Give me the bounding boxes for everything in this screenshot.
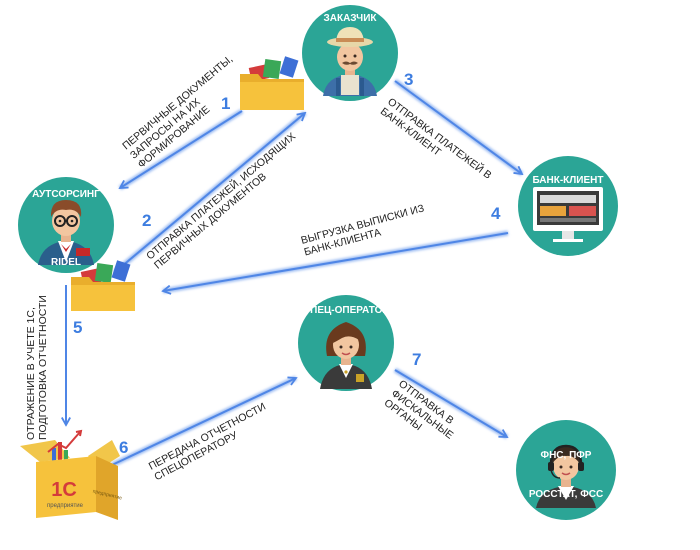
- box-1c-logo: 1С: [51, 479, 77, 501]
- edge-label-5-line-2: ПОДГОТОВКА ОТЧЕТНОСТИ: [37, 295, 49, 440]
- svg-text:ПЕРВИЧНЫЕ ДОКУМЕНТЫ, ЗАП: ПЕРВИЧНЫЕ ДОКУМЕНТЫ, ЗАПРОСЫ НА ИХ ФОРМИ…: [120, 51, 253, 170]
- step-number-1: 1: [221, 94, 230, 113]
- bank-label: БАНК-КЛИЕНТ: [533, 175, 604, 186]
- edge-label-5-line-1: ОТРАЖЕНИЕ В УЧЕТЕ 1С,: [25, 307, 37, 440]
- box-1c-subtitle: предприятие: [47, 503, 84, 509]
- monitor-icon: [533, 187, 603, 242]
- node-customer: ЗАКАЗЧИК: [302, 5, 398, 101]
- arrows: [66, 78, 522, 468]
- node-outsourcing: АУТСОРСИНГ RIDEL: [18, 177, 114, 273]
- step-number-3: 3: [404, 70, 413, 89]
- edge-label-6-line-1: ПЕРЕДАЧА ОТЧЕТНОСТИ: [147, 401, 268, 473]
- fns-label-top: ФНС, ПФР: [541, 450, 592, 461]
- farmer-avatar-icon: [323, 27, 377, 96]
- accountant-avatar-icon: [38, 200, 94, 265]
- headset-operator-icon: [536, 444, 596, 508]
- customer-folder-icon: [240, 56, 304, 110]
- step-number-4: 4: [491, 204, 501, 223]
- customer-label: ЗАКАЗЧИК: [323, 13, 377, 24]
- software-box-icon: 1С предприятие предприятие: [20, 429, 123, 520]
- svg-text:ОТРАЖЕНИЕ В УЧЕТЕ 1С, ПО: ОТРАЖЕНИЕ В УЧЕТЕ 1С, ПОДГОТОВКА ОТЧЕТНО…: [25, 295, 49, 440]
- outsourcing-folder-icon: [71, 260, 135, 311]
- node-bank: БАНК-КЛИЕНТ: [518, 156, 618, 256]
- node-operator: СПЕЦ-ОПЕРАТОР: [298, 295, 394, 391]
- step-number-5: 5: [73, 318, 82, 337]
- edge-label-5: ОТРАЖЕНИЕ В УЧЕТЕ 1С, ПОДГОТОВКА ОТЧЕТНО…: [25, 295, 49, 440]
- fns-label-bottom: РОССТАТ, ФСС: [529, 489, 603, 500]
- step-number-7: 7: [412, 350, 421, 369]
- step-numbers: 1 2 3 4 5 6 7: [73, 70, 501, 457]
- edge-label-3-line-1: ОТПРАВКА ПЛАТЕЖЕЙ В: [385, 95, 494, 182]
- operator-label: СПЕЦ-ОПЕРАТОР: [303, 305, 390, 316]
- outsourcing-label-top: АУТСОРСИНГ: [32, 189, 100, 200]
- step-number-2: 2: [142, 211, 151, 230]
- step-number-6: 6: [119, 438, 128, 457]
- edge-label-1: ПЕРВИЧНЫЕ ДОКУМЕНТЫ, ЗАПРОСЫ НА ИХ ФОРМИ…: [120, 51, 253, 171]
- woman-avatar-icon: [320, 322, 372, 389]
- edge-label-2-line-2: ПЕРВИЧНЫХ ДОКУМЕНТОВ: [152, 171, 269, 272]
- node-fns: ФНС, ПФР РОССТАТ, ФСС: [516, 420, 616, 520]
- outsourcing-label-bottom: RIDEL: [51, 257, 81, 268]
